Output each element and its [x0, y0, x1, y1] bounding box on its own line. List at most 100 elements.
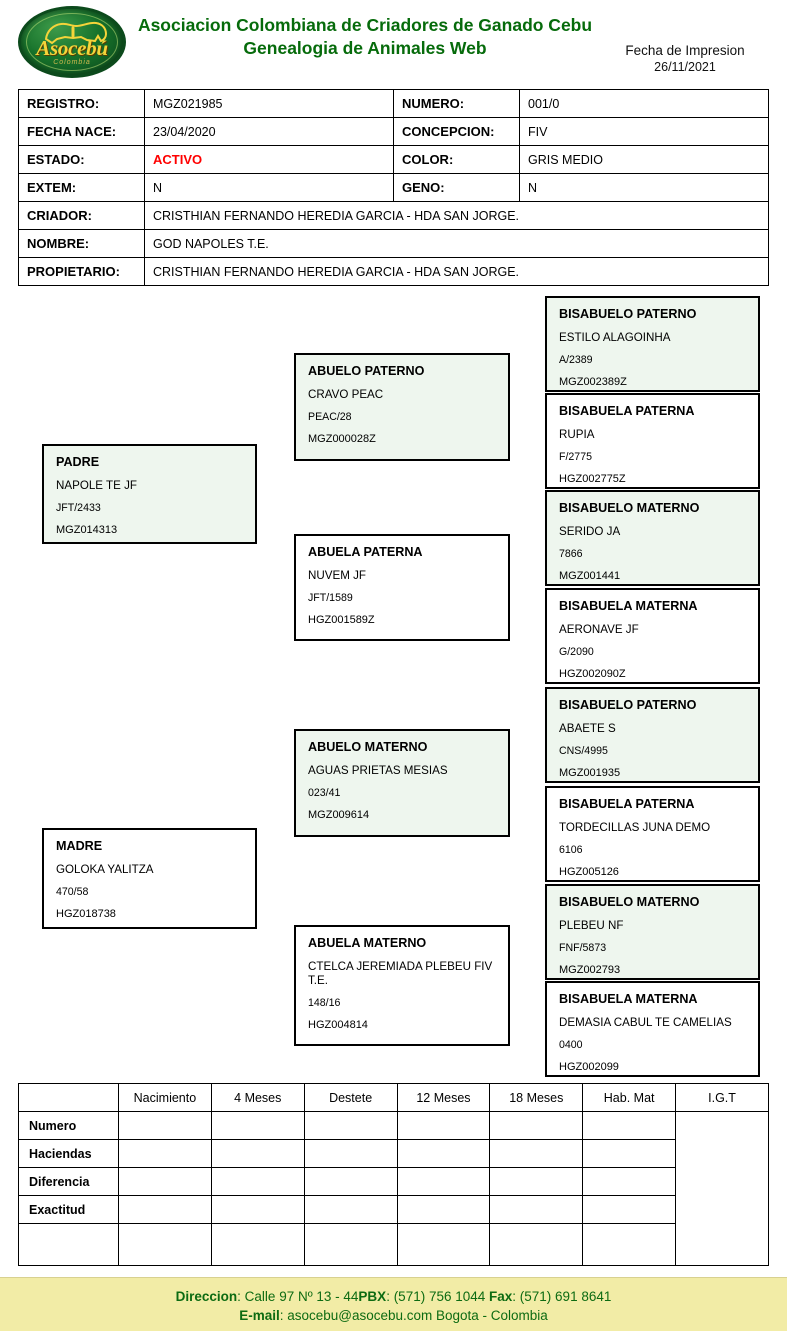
estado-label: ESTADO: [18, 145, 145, 174]
col-header-igt: I.G.T [675, 1083, 769, 1112]
page-title: Genealogia de Animales Web [243, 38, 487, 58]
pedigree-box-bisabuelo-paterno-2: BISABUELO PATERNO ABAETE S CNS/4995 MGZ0… [545, 687, 760, 783]
pedigree-id: HGZ002775Z [559, 473, 626, 485]
extem-label: EXTEM: [18, 173, 145, 202]
pedigree-title: BISABUELA PATERNA [559, 404, 695, 418]
pedigree-id: MGZ001935 [559, 767, 621, 779]
cell [489, 1139, 584, 1168]
footer-address-line: Direccion: Calle 97 Nº 13 - 44PBX: (571)… [0, 1287, 787, 1306]
registro-value: MGZ021985 [144, 89, 394, 118]
cell [210, 1195, 305, 1224]
status-badge: ACTIVO [153, 152, 203, 167]
pedigree-box-bisabuela-materna-1: BISABUELA MATERNA AERONAVE JF G/2090 HGZ… [545, 588, 760, 684]
pedigree-name: NAPOLE TE JF [56, 479, 137, 492]
cell [396, 1195, 491, 1224]
pedigree-reg: A/2389 [559, 354, 593, 366]
footer-direccion-label: Direccion [175, 1289, 238, 1304]
numero-value: 001/0 [519, 89, 769, 118]
cell [303, 1195, 398, 1224]
pedigree-box-bisabuelo-materno-1: BISABUELO MATERNO SERIDO JA 7866 MGZ0014… [545, 490, 760, 586]
footer-fax-value: : (571) 691 8641 [512, 1289, 612, 1304]
fecha-nace-value: 23/04/2020 [144, 117, 394, 146]
org-title: Asociacion Colombiana de Criadores de Ga… [137, 15, 593, 35]
table-row: REGISTRO: MGZ021985 NUMERO: 001/0 [18, 89, 769, 118]
pedigree-title: ABUELO MATERNO [308, 740, 428, 754]
cell [118, 1111, 212, 1140]
registro-label: REGISTRO: [18, 89, 145, 118]
extem-value: N [144, 173, 394, 202]
cell [118, 1167, 212, 1196]
pedigree-reg: 7866 [559, 548, 583, 560]
pedigree-name: GOLOKA YALITZA [56, 863, 154, 876]
pedigree-id: MGZ014313 [56, 524, 118, 536]
propietario-label: PROPIETARIO: [18, 257, 145, 286]
row-label-numero: Numero [18, 1111, 119, 1140]
cell [210, 1223, 305, 1266]
cell [210, 1111, 305, 1140]
pedigree-box-abuela-paterna: ABUELA PATERNA NUVEM JF JFT/1589 HGZ0015… [294, 534, 510, 641]
cell [489, 1195, 584, 1224]
cell [118, 1223, 212, 1266]
pedigree-title: MADRE [56, 839, 103, 853]
pedigree-id: MGZ009614 [308, 809, 370, 821]
pedigree-box-padre: PADRE NAPOLE TE JF JFT/2433 MGZ014313 [42, 444, 257, 544]
measurements-table: Nacimiento 4 Meses Destete 12 Meses 18 M… [18, 1083, 769, 1266]
geno-value: N [519, 173, 769, 202]
pedigree-name: ESTILO ALAGOINHA [559, 331, 671, 344]
propietario-value: CRISTHIAN FERNANDO HEREDIA GARCIA - HDA … [144, 257, 769, 286]
pedigree-id: MGZ001441 [559, 570, 621, 582]
col-header-12meses: 12 Meses [396, 1083, 491, 1112]
pedigree-id: MGZ002793 [559, 964, 621, 976]
nombre-value: GOD NAPOLES T.E. [144, 229, 769, 258]
cell [489, 1111, 584, 1140]
pedigree-box-abuela-materno: ABUELA MATERNO CTELCA JEREMIADA PLEBEU F… [294, 925, 510, 1046]
row-label-blank [18, 1223, 119, 1266]
print-date-block: Fecha de Impresion 26/11/2021 [595, 43, 775, 75]
footer-direccion-text: : Calle 97 Nº 13 - 44 [237, 1289, 359, 1304]
igt-cell [675, 1111, 769, 1266]
pedigree-reg: G/2090 [559, 646, 594, 658]
pedigree-box-bisabuela-paterna-2: BISABUELA PATERNA TORDECILLAS JUNA DEMO … [545, 786, 760, 882]
cell [396, 1139, 491, 1168]
table-row: Diferencia [18, 1167, 769, 1196]
footer-pbx-value: : (571) 756 1044 [386, 1289, 490, 1304]
pedigree-box-bisabuela-paterna-1: BISABUELA PATERNA RUPIA F/2775 HGZ002775… [545, 393, 760, 489]
pedigree-name: DEMASIA CABUL TE CAMELIAS [559, 1016, 732, 1029]
pedigree-reg: 6106 [559, 844, 583, 856]
pedigree-title: BISABUELO PATERNO [559, 698, 697, 712]
col-header-blank [18, 1083, 119, 1112]
pedigree-name: RUPIA [559, 428, 595, 441]
footer-pbx-label: PBX [358, 1289, 387, 1304]
col-header-4meses: 4 Meses [210, 1083, 305, 1112]
cell [303, 1167, 398, 1196]
pedigree-box-bisabuelo-paterno-1: BISABUELO PATERNO ESTILO ALAGOINHA A/238… [545, 296, 760, 392]
table-header-row: Nacimiento 4 Meses Destete 12 Meses 18 M… [18, 1083, 769, 1112]
cell [396, 1223, 491, 1266]
pedigree-reg: JFT/1589 [308, 592, 353, 604]
cell [582, 1167, 677, 1196]
pedigree-reg: F/2775 [559, 451, 592, 463]
numero-label: NUMERO: [393, 89, 520, 118]
pedigree-box-madre: MADRE GOLOKA YALITZA 470/58 HGZ018738 [42, 828, 257, 929]
pedigree-box-abuelo-materno: ABUELO MATERNO AGUAS PRIETAS MESIAS 023/… [294, 729, 510, 837]
pedigree-id: HGZ002099 [559, 1061, 619, 1073]
table-row: Exactitud [18, 1195, 769, 1224]
print-date-label: Fecha de Impresion [625, 43, 745, 58]
cell [303, 1139, 398, 1168]
pedigree-id: HGZ005126 [559, 866, 619, 878]
pedigree-id: HGZ001589Z [308, 614, 375, 626]
pedigree-id: MGZ002389Z [559, 376, 627, 388]
table-row: FECHA NACE: 23/04/2020 CONCEPCION: FIV [18, 117, 769, 146]
pedigree-name: CRAVO PEAC [308, 388, 384, 401]
logo-wordmark: Asocebú [36, 36, 108, 60]
pedigree-title: BISABUELO MATERNO [559, 895, 700, 909]
footer-email-line: E-mail: asocebu@asocebu.com Bogota - Col… [0, 1306, 787, 1325]
pedigree-id: MGZ000028Z [308, 433, 376, 445]
row-label-haciendas: Haciendas [18, 1139, 119, 1168]
pedigree-reg: CNS/4995 [559, 745, 608, 757]
table-row: CRIADOR: CRISTHIAN FERNANDO HEREDIA GARC… [18, 201, 769, 230]
col-header-nacimiento: Nacimiento [118, 1083, 212, 1112]
pedigree-name: AGUAS PRIETAS MESIAS [308, 764, 448, 777]
criador-value: CRISTHIAN FERNANDO HEREDIA GARCIA - HDA … [144, 201, 769, 230]
